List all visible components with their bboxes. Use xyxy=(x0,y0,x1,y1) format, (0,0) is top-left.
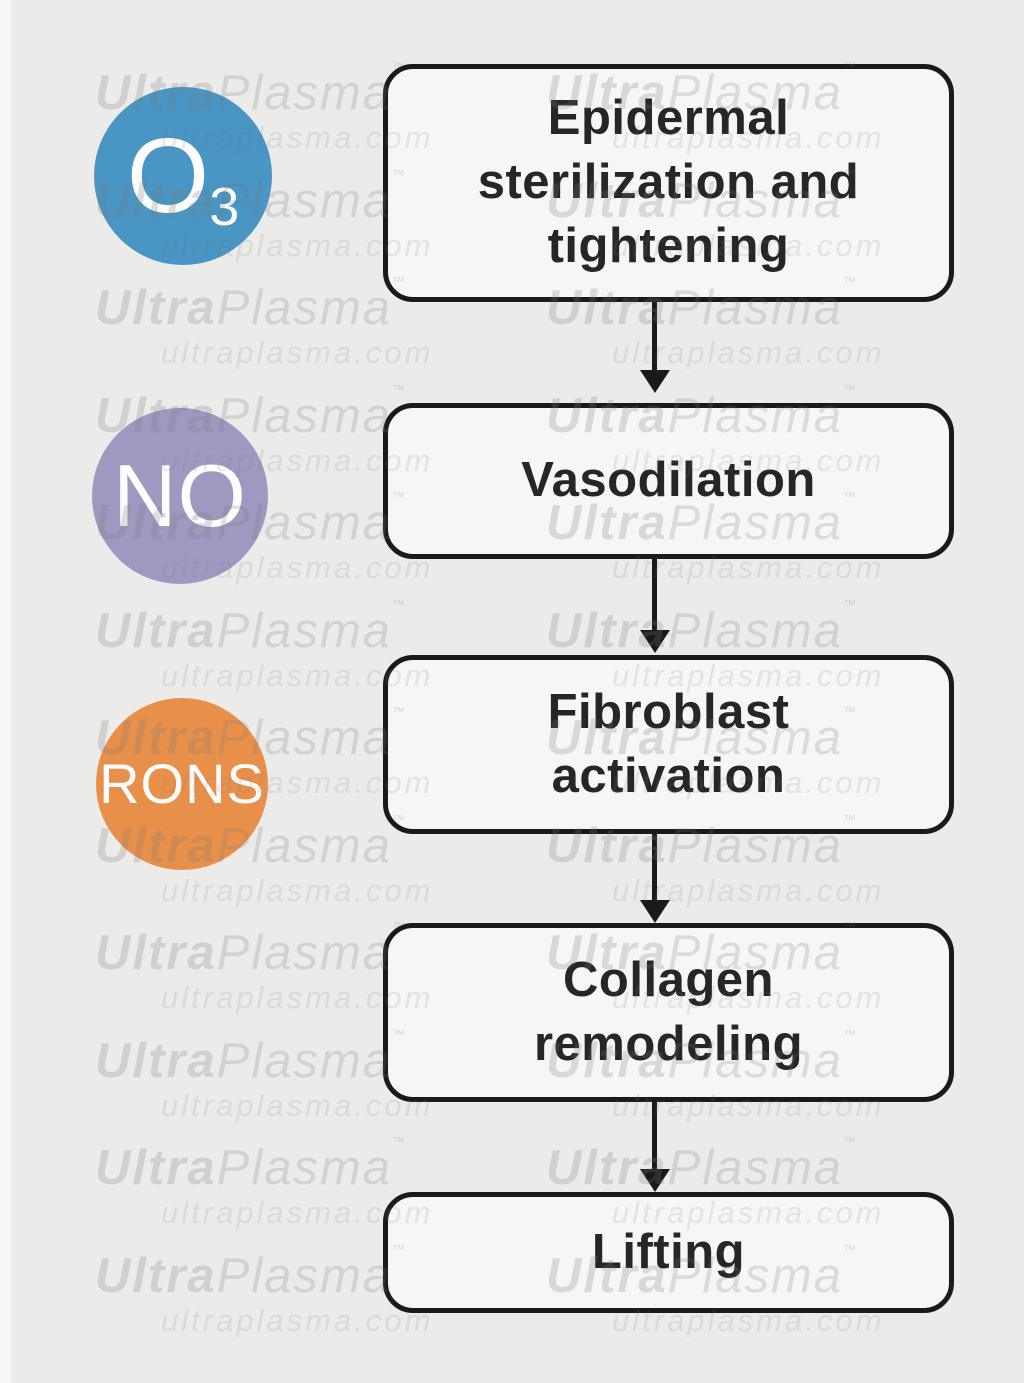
arrow-shaft xyxy=(652,559,657,632)
arrow-shaft xyxy=(652,834,657,902)
down-arrow-icon xyxy=(640,834,670,923)
ozone-circle-icon: O 3 xyxy=(94,87,272,265)
nitric-oxide-label: NO xyxy=(113,446,247,545)
ozone-label: O xyxy=(126,117,210,235)
watermark-brand-text: UltraPlasma™ xyxy=(546,596,857,658)
watermark-brand-text: UltraPlasma™ xyxy=(95,1134,406,1195)
watermark-brand-text: UltraPlasma™ xyxy=(95,1241,406,1303)
step-box-collagen-remodeling: Collagen remodeling xyxy=(383,923,954,1102)
watermark-domain-text: ultraplasma.com xyxy=(161,872,434,908)
watermark-domain-text: ultraplasma.com xyxy=(161,335,434,370)
down-arrow-icon xyxy=(640,302,670,393)
arrow-shaft xyxy=(652,302,657,372)
step-label: Fibroblast activation xyxy=(547,684,790,803)
step-box-fibroblast-activation: Fibroblast activation xyxy=(383,655,954,834)
watermark-brand-text: UltraPlasma™ xyxy=(95,1026,406,1088)
down-arrow-icon xyxy=(640,1102,670,1192)
rons-circle-icon: RONS xyxy=(96,698,268,870)
nitric-oxide-circle-icon: NO xyxy=(92,408,268,584)
watermark-domain-text: ultraplasma.com xyxy=(161,1302,434,1338)
rons-label: RONS xyxy=(99,752,265,815)
arrow-head xyxy=(640,630,670,653)
arrow-head xyxy=(640,1169,670,1192)
step-label: Lifting xyxy=(591,1224,746,1279)
step-label: Epidermal sterilization and tightening xyxy=(477,91,860,273)
watermark-brand-text: UltraPlasma™ xyxy=(546,1134,857,1195)
step-box-vasodilation: Vasodilation xyxy=(383,403,954,559)
step-box-lifting: Lifting xyxy=(383,1192,954,1313)
ozone-subscript: 3 xyxy=(209,177,240,237)
arrow-shaft xyxy=(652,1102,657,1171)
step-label: Vasodilation xyxy=(521,453,816,508)
step-box-epidermal-sterilization: Epidermal sterilization and tightening xyxy=(383,64,954,302)
watermark-brand-text: UltraPlasma™ xyxy=(95,274,406,335)
arrow-head xyxy=(640,370,670,393)
watermark-brand-text: UltraPlasma™ xyxy=(95,919,406,980)
step-label: Collagen remodeling xyxy=(533,952,804,1071)
arrow-head xyxy=(640,900,670,923)
watermark-brand-text: UltraPlasma™ xyxy=(95,596,406,658)
down-arrow-icon xyxy=(640,559,670,653)
left-edge-strip xyxy=(0,0,11,1383)
